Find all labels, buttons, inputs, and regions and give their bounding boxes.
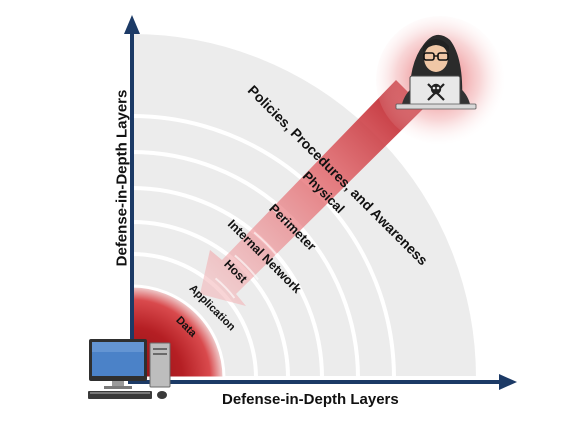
y-axis-label: Defense-in-Depth Layers: [113, 89, 131, 267]
arrow-ring-crossing: [214, 277, 236, 299]
arrow-ring-crossing: [272, 208, 307, 244]
x-axis-arrowhead: [499, 374, 517, 390]
attack-arrow: [200, 80, 424, 306]
y-axis-arrowhead: [124, 15, 140, 34]
skull-crossbones-icon: [427, 83, 445, 101]
arrow-ring-crossing: [253, 231, 283, 262]
attack-path: [200, 80, 424, 306]
axes: [124, 15, 517, 390]
desktop-computer-icon: [88, 339, 171, 399]
hacker-icon: [376, 16, 504, 144]
x-axis-label: Defense-in-Depth Layers: [222, 391, 399, 408]
arrow-ring-crossing: [234, 254, 259, 281]
